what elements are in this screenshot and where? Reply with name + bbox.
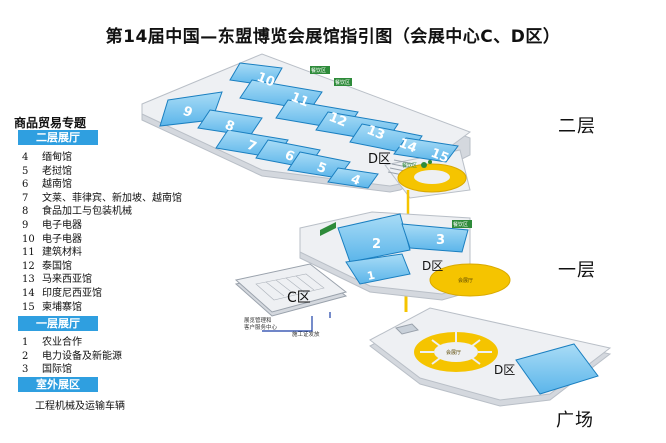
legend-item-number: 3	[22, 364, 29, 376]
second-floor-plan: 10 11 12 13 14 15 9 8 7 6 5 4 餐饮区 餐饮区 D区	[141, 53, 472, 199]
svg-text:餐饮区: 餐饮区	[402, 162, 417, 169]
legend-item-number: 1	[22, 337, 29, 348]
floor-label-second: 二层	[558, 116, 596, 137]
legend-item-name: 国际馆	[42, 364, 72, 376]
svg-text:会展厅: 会展厅	[446, 349, 461, 356]
svg-text:餐饮区: 餐饮区	[453, 221, 468, 228]
hall-1-label: 1	[366, 269, 376, 283]
f2-zone-d-label: D区	[368, 152, 391, 167]
legend-item: 4 缅甸馆	[22, 148, 72, 163]
c-zone-label: C区	[287, 290, 311, 306]
hall-2-label: 2	[372, 237, 381, 252]
legend-item-name: 电子电器	[42, 220, 82, 231]
f1-meeting-hall	[429, 263, 511, 297]
hall-11-label: 11	[289, 90, 311, 111]
legend-band-floor2: 二层展厅	[18, 130, 98, 145]
hall-1	[345, 253, 411, 285]
legend-item-number: 4	[22, 152, 29, 163]
legend-item-number: 14	[22, 288, 35, 299]
hall-4	[327, 167, 379, 189]
legend-item-name: 缅甸馆	[42, 152, 72, 163]
legend-item: 6 越南馆	[22, 175, 72, 190]
legend-item: 9 电子电器	[22, 216, 82, 231]
legend-band-floor1: 一层展厅	[18, 316, 98, 331]
svg-text:会展厅: 会展厅	[458, 277, 473, 284]
legend-item-name: 文莱、菲律宾、新加坡、越南馆	[42, 192, 182, 204]
legend-heading: 商品贸易专题	[14, 116, 87, 130]
legend-item-name: 电子电器	[42, 233, 82, 245]
f2-restaurant-tags: 餐饮区 餐饮区	[310, 66, 352, 86]
legend-item-name: 老挝馆	[42, 165, 72, 177]
legend-item-name: 马来西亚馆	[42, 274, 92, 286]
legend-item-number: 6	[22, 179, 29, 191]
svg-text:餐饮区: 餐饮区	[335, 79, 350, 86]
legend-item: 15 柬埔寨馆	[22, 298, 82, 313]
hall-3-label: 3	[436, 233, 445, 248]
legend-item-number: 7	[22, 192, 29, 204]
legend-item: 3 国际馆	[22, 360, 72, 375]
f2-back-row-halls	[229, 62, 459, 163]
service-center-label: 展览管理和 客户服务中心	[244, 316, 278, 331]
legend-item: 13 马来西亚馆	[22, 270, 92, 285]
hall-15-label: 15	[429, 146, 451, 167]
hall-12-label: 12	[327, 110, 349, 131]
legend-item-name: 农业合作	[42, 337, 82, 348]
hall-15	[393, 137, 459, 163]
legend-item: 14 印度尼西亚馆	[22, 284, 102, 299]
legend-item-name: 泰国馆	[42, 260, 72, 272]
legend-item-name: 电力设备及新能源	[42, 350, 122, 362]
hall-2	[337, 213, 411, 263]
c-zone: C区 展览管理和 客户服务中心 施工证发放	[234, 263, 348, 338]
legend-item-number: 2	[22, 350, 29, 362]
plaza-zone-d-label: D区	[494, 363, 515, 377]
legend-item: 7 文莱、菲律宾、新加坡、越南馆	[22, 189, 182, 204]
legend-item-number: 11	[22, 247, 35, 259]
legend-item: 2 电力设备及新能源	[22, 347, 122, 362]
plaza-hall	[515, 343, 599, 395]
legend-item: 5 老挝馆	[22, 162, 72, 177]
plaza-plan: 会展厅 D区	[369, 307, 612, 407]
legend-band-outdoor: 室外展区	[18, 377, 98, 392]
legend-item: 11 建筑材料	[22, 243, 82, 258]
legend-item: 12 泰国馆	[22, 257, 72, 272]
legend-item-number: 10	[22, 233, 35, 245]
legend-item-number: 15	[22, 301, 35, 313]
hall-13-label: 13	[365, 123, 387, 144]
legend-item-number: 12	[22, 260, 35, 272]
legend-item-number: 5	[22, 165, 29, 177]
legend-item-name: 建筑材料	[42, 247, 82, 259]
svg-text:餐饮区: 餐饮区	[311, 67, 326, 74]
legend-item-name: 食品加工与包装机械	[42, 206, 132, 218]
legend-item-number: 9	[22, 220, 29, 231]
badge-office-label: 施工证发放	[292, 330, 320, 338]
legend-item: 1 农业合作	[22, 333, 82, 348]
legend-item-number: 13	[22, 274, 35, 286]
legend-item-name: 越南馆	[42, 179, 72, 191]
floor-label-first: 一层	[558, 260, 596, 281]
page-title: 第14届中国—东盟博览会展馆指引图（会展中心C、D区）	[105, 27, 561, 47]
hall-3	[401, 223, 469, 253]
first-floor-plan: 2 3 1 餐饮区 会展厅 D区	[299, 211, 511, 301]
f1-zone-d-label: D区	[422, 259, 443, 273]
f2-front-row-halls	[159, 91, 379, 189]
hall-10-label: 10	[255, 70, 277, 91]
legend-item: 8 食品加工与包装机械	[22, 202, 132, 217]
floor-label-plaza: 广场	[556, 410, 594, 431]
hall-14-label: 14	[397, 136, 419, 157]
legend-item-number: 8	[22, 206, 29, 218]
legend-item: 10 电子电器	[22, 230, 82, 245]
legend-outdoor-item: 工程机械及运输车辆	[35, 401, 125, 412]
legend-item-name: 印度尼西亚馆	[42, 288, 102, 299]
legend-item-name: 柬埔寨馆	[42, 301, 82, 313]
